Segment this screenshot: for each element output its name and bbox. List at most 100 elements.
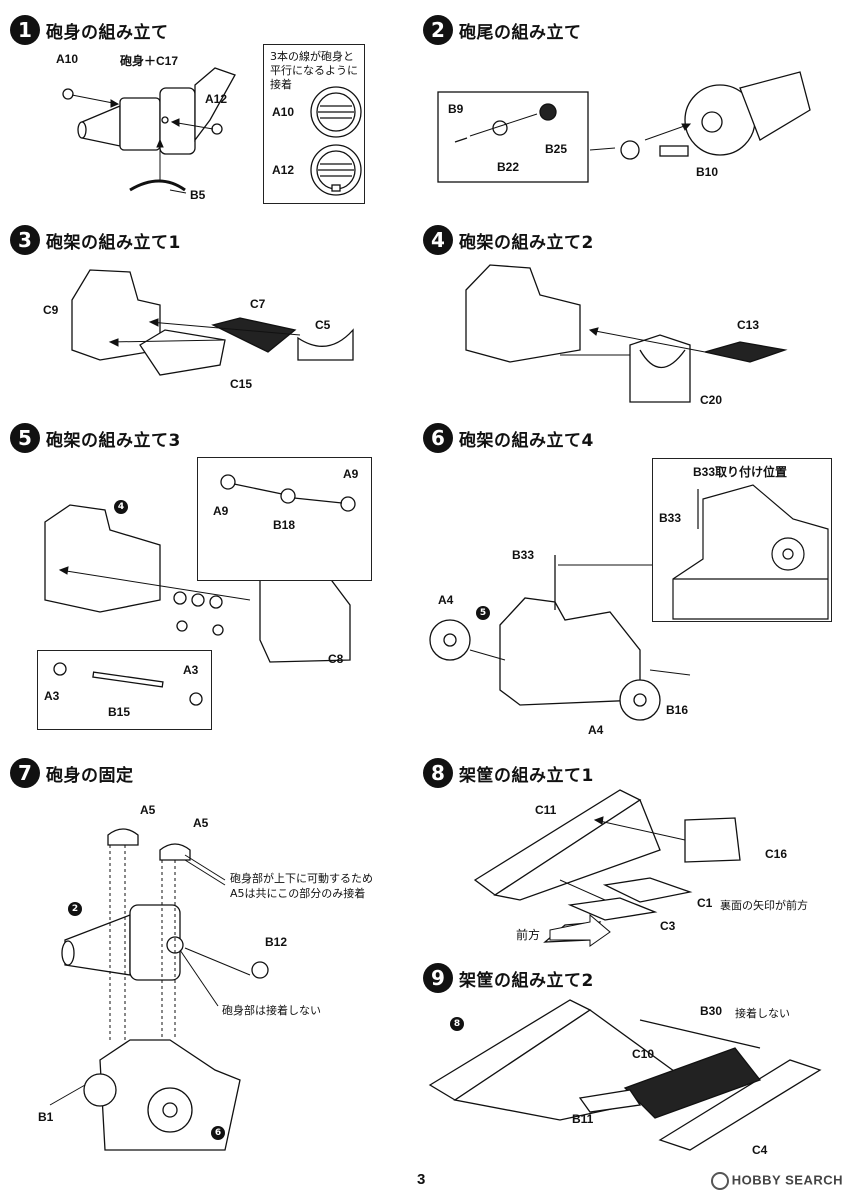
inset-shaft-diagram (220, 474, 356, 512)
label-b5: B5 (190, 188, 206, 202)
step-title: 砲身の組み立て (46, 22, 169, 43)
step-5-inset-upper: A9 B18 A9 (197, 457, 372, 581)
step-title: 砲架の組み立て4 (459, 430, 594, 451)
watermark: HOBBY SEARCH (710, 1172, 843, 1190)
ref-step-6-marker: 6 (211, 1126, 225, 1140)
inset-carriage-detail (672, 484, 829, 620)
label-b22: B22 (497, 160, 520, 174)
label-c16: C16 (765, 847, 788, 861)
label-a5-left: A5 (140, 803, 156, 817)
label-c4: C4 (752, 1143, 768, 1157)
note-a5-line-1: 砲身部が上下に可動するため (230, 872, 373, 885)
inset-label-a12: A12 (272, 163, 295, 177)
step-5-header: 5 砲架の組み立て3 (10, 423, 181, 453)
step-number: 1 (10, 15, 40, 45)
label-a3-left: A3 (44, 689, 60, 703)
step-7-header: 7 砲身の固定 (10, 758, 134, 788)
label-c8: C8 (328, 652, 344, 666)
note-a5-line-2: A5は共にこの部分のみ接着 (230, 887, 366, 900)
label-b18: B18 (273, 518, 296, 532)
inset-note-line-2: 平行になるように (270, 64, 358, 77)
ref-step-5-marker: 5 (476, 606, 490, 620)
watermark-text: HOBBY SEARCH (731, 1172, 843, 1188)
step-title: 砲尾の組み立て (459, 22, 582, 43)
step-2-header: 2 砲尾の組み立て (423, 15, 582, 45)
page-number: 3 (417, 1171, 426, 1188)
label-c15: C15 (230, 377, 253, 391)
inset-note-line-3: 接着 (270, 78, 292, 91)
label-a4-left: A4 (438, 593, 454, 607)
inset-note-line-1: 3本の線が砲身と (270, 50, 354, 63)
inset-label-a10: A10 (272, 105, 295, 119)
label-c13: C13 (737, 318, 760, 332)
step-6-header: 6 砲架の組み立て4 (423, 423, 594, 453)
step-title: 砲架の組み立て3 (46, 430, 181, 451)
label-b25: B25 (545, 142, 568, 156)
step-title: 架筐の組み立て1 (459, 765, 594, 786)
step-title: 架筐の組み立て2 (459, 970, 594, 991)
label-c1: C1 (697, 896, 713, 910)
inset-title: B33取り付け位置 (693, 465, 788, 479)
inset-part-diagrams (310, 86, 362, 196)
label-c3: C3 (660, 919, 676, 933)
label-front-direction: 前方 (516, 928, 541, 942)
step-1-header: 1 砲身の組み立て (10, 15, 169, 45)
label-a9-right: A9 (343, 467, 359, 481)
label-c11: C11 (535, 803, 557, 817)
step-9-header: 9 架筐の組み立て2 (423, 963, 594, 993)
note-barrel-not-glued: 砲身部は接着しない (222, 1004, 321, 1017)
step-title: 砲架の組み立て2 (459, 232, 594, 253)
step-5-inset-lower: A3 B15 A3 (37, 650, 212, 730)
label-c7: C7 (250, 297, 266, 311)
label-barrel-c17: 砲身＋C17 (120, 54, 179, 68)
label-a12: A12 (205, 92, 228, 106)
label-a4-right: A4 (588, 723, 604, 737)
step-8-header: 8 架筐の組み立て1 (423, 758, 594, 788)
label-a3-right: A3 (183, 663, 199, 677)
step-number: 9 (423, 963, 453, 993)
label-a9-left: A9 (213, 504, 229, 518)
label-a10: A10 (56, 52, 79, 66)
step-4-header: 4 砲架の組み立て2 (423, 225, 594, 255)
note-c1-arrow-front: 裏面の矢印が前方 (720, 899, 808, 912)
label-b12: B12 (265, 935, 288, 949)
label-b11: B11 (572, 1112, 594, 1126)
label-c9: C9 (43, 303, 59, 317)
step-number: 7 (10, 758, 40, 788)
step-number: 4 (423, 225, 453, 255)
step-1-inset: 3本の線が砲身と 平行になるように 接着 A10 A12 (263, 44, 365, 204)
step-title: 砲身の固定 (46, 765, 134, 786)
label-b16: B16 (666, 703, 689, 717)
step-6-inset: B33取り付け位置 B33 (652, 458, 832, 622)
label-a5-right: A5 (193, 816, 209, 830)
label-b30: B30 (700, 1004, 723, 1018)
ref-step-2-marker: 2 (68, 902, 82, 916)
label-b33: B33 (512, 548, 535, 562)
ref-step-8-marker: 8 (450, 1017, 464, 1031)
note-b30-not-glued: 接着しない (735, 1007, 790, 1020)
label-b15: B15 (108, 705, 131, 719)
step-title: 砲架の組み立て1 (46, 232, 181, 253)
label-c5: C5 (315, 318, 331, 332)
step-number: 5 (10, 423, 40, 453)
step-3-header: 3 砲架の組み立て1 (10, 225, 181, 255)
gear-icon (710, 1172, 729, 1190)
inset-label-b33: B33 (659, 511, 682, 525)
label-b9: B9 (448, 102, 464, 116)
step-number: 6 (423, 423, 453, 453)
step-number: 8 (423, 758, 453, 788)
ref-step-4-marker: 4 (114, 500, 128, 514)
label-c20: C20 (700, 393, 723, 407)
step-number: 3 (10, 225, 40, 255)
label-b10: B10 (696, 165, 719, 179)
label-b1: B1 (38, 1110, 54, 1124)
step-number: 2 (423, 15, 453, 45)
label-c10: C10 (632, 1047, 655, 1061)
inset-shaft-diagram (53, 662, 203, 706)
